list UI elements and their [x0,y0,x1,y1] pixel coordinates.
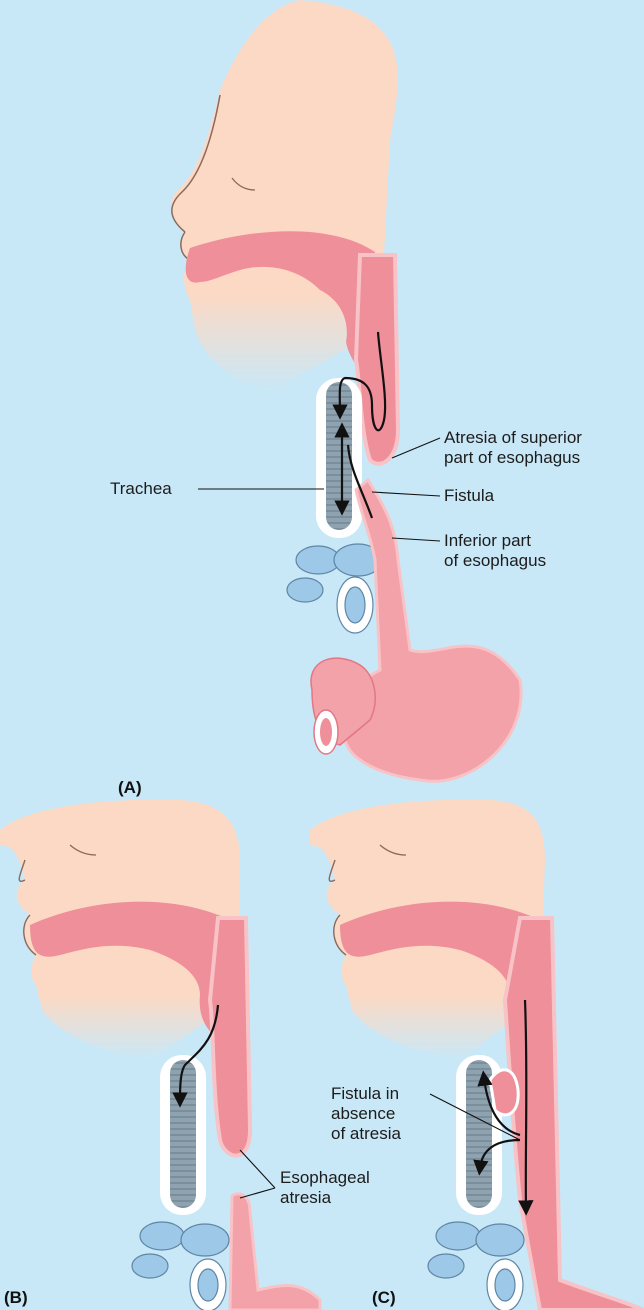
label-inferior-line1: Inferior part [444,531,546,551]
esophagus-lower-b [230,1194,320,1310]
label-esophageal-atresia: Esophageal atresia [280,1168,370,1208]
esophagus-lower-a [344,480,521,781]
leader-inferior [392,538,440,541]
panel-letter-b: (B) [4,1288,28,1308]
label-fistula-absence-line2: absence [331,1104,401,1124]
panel-a [171,0,521,781]
leader-atresia-superior [392,438,440,458]
fistula-c [490,1070,518,1115]
flow-arrow-c-main [525,1000,526,1208]
leader-fistula [372,492,440,496]
leader-esophageal-atresia-1 [240,1150,275,1188]
trachea-lumen-c [466,1060,492,1208]
esophagus-upper-pouch-a [356,255,398,464]
panel-b [0,800,320,1310]
esophagus-upper-pouch-b [210,918,250,1156]
label-inferior-esophagus: Inferior part of esophagus [444,531,546,571]
label-fistula: Fistula [444,486,494,506]
bronchi-a [287,544,382,633]
label-atresia-superior: Atresia of superior part of esophagus [444,428,582,468]
panel-letter-a: (A) [118,778,142,798]
bronchi-c [428,1222,524,1310]
leader-esophageal-atresia-2 [240,1188,275,1198]
label-fistula-absence-atresia: Fistula in absence of atresia [331,1084,401,1144]
label-trachea: Trachea [110,479,172,499]
label-fistula-absence-line3: of atresia [331,1124,401,1144]
label-atresia-superior-line2: part of esophagus [444,448,582,468]
label-esophageal-atresia-line1: Esophageal [280,1168,370,1188]
trachea-lumen-b [170,1060,196,1208]
label-fistula-absence-line1: Fistula in [331,1084,401,1104]
panel-c [310,800,644,1310]
label-atresia-superior-line1: Atresia of superior [444,428,582,448]
label-inferior-line2: of esophagus [444,551,546,571]
bronchi-b [132,1222,229,1310]
panel-letter-c: (C) [372,1288,396,1308]
label-esophageal-atresia-line2: atresia [280,1188,370,1208]
